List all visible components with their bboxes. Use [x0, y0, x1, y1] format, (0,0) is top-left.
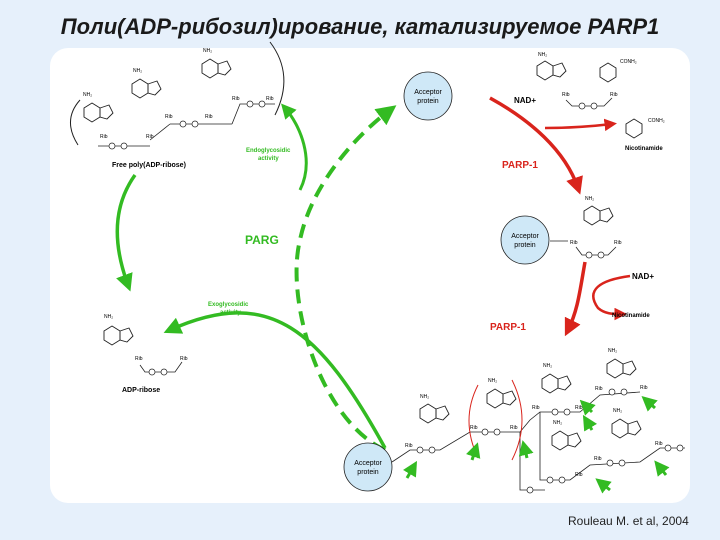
endo-activity-label-2: activity	[258, 156, 279, 162]
nicotinamide-structure: CONH₂	[625, 118, 665, 139]
parp1-label-top: PARP-1	[502, 160, 538, 171]
slide-title: Поли(ADP-рибозил)ирование, катализируемо…	[60, 14, 660, 39]
nh2-label: NH₂	[83, 92, 92, 98]
parp1-label-middle: PARP-1	[490, 322, 526, 333]
nad-plus-label-2: NAD+	[632, 272, 654, 281]
rib-label: Rib	[610, 92, 618, 98]
nh2-label: NH₂	[420, 394, 429, 400]
nh2-label: NH₂	[104, 314, 113, 320]
free-polyadpr-label: Free poly(ADP-ribose)	[112, 162, 186, 169]
rib-label: Rib	[165, 114, 173, 120]
adp-ribose-label: ADP-ribose	[122, 387, 160, 394]
rib-label: Rib	[146, 134, 154, 140]
nad-consumption-arrow	[592, 274, 631, 321]
parp1-arrow-middle	[564, 261, 587, 337]
acceptor-protein-top	[403, 71, 453, 121]
conh2-label: CONH₂	[648, 118, 665, 124]
acceptor-protein-label-2: protein	[514, 242, 536, 249]
citation-credit: Rouleau M. et al, 2004	[568, 514, 689, 528]
endo-activity-label: Endoglycosidic	[246, 148, 291, 154]
acceptor-protein-label: Acceptor	[354, 460, 382, 467]
acceptor-protein-label-2: protein	[417, 98, 439, 105]
nh2-label: NH₂	[553, 420, 562, 426]
nad-structure: NH₂ CONH₂ Rib Rib	[536, 52, 637, 110]
nh2-label: NH₂	[488, 378, 497, 384]
nh2-label: NH₂	[585, 196, 594, 202]
nh2-label: NH₂	[133, 68, 142, 74]
parp1-arrow-top	[489, 96, 583, 195]
acceptor-protein-label: Acceptor	[511, 233, 539, 240]
nh2-label: NH₂	[203, 48, 212, 54]
rib-label: Rib	[575, 472, 583, 478]
exo-activity-label: Exoglycosidic	[208, 302, 249, 308]
parg-dashed-arrow	[294, 105, 397, 452]
endoglycosidic-arrow	[281, 103, 308, 191]
exoglycosidic-arrow	[163, 311, 387, 449]
degradation-arrow	[115, 173, 137, 292]
free-polyadpr-structure: NH₂ NH₂ NH₂ Rib Rib Rib Rib Rib Rib	[70, 41, 285, 150]
repeat-bracket-right	[511, 379, 523, 461]
mono-adpr-structure: NH₂ Rib Rib	[550, 196, 622, 259]
rib-label: Rib	[510, 425, 518, 431]
rib-label: Rib	[100, 134, 108, 140]
nh2-label: NH₂	[538, 52, 547, 58]
rib-label: Rib	[575, 405, 583, 411]
rib-label: Rib	[594, 456, 602, 462]
nh2-label: NH₂	[613, 408, 622, 414]
rib-label: Rib	[595, 386, 603, 392]
nicotinamide-release-arrow	[544, 118, 617, 132]
rib-label: Rib	[570, 240, 578, 246]
rib-label: Rib	[266, 96, 274, 102]
parg-label: PARG	[245, 233, 279, 247]
cleavage-arrows	[402, 396, 670, 494]
rib-label: Rib	[135, 356, 143, 362]
rib-label: Rib	[614, 240, 622, 246]
conh2-label: CONH₂	[620, 59, 637, 65]
acceptor-protein-label: Acceptor	[414, 89, 442, 96]
acceptor-protein-middle	[500, 215, 550, 265]
rib-label: Rib	[205, 114, 213, 120]
acceptor-protein-bottom	[343, 442, 393, 492]
rib-label: Rib	[405, 443, 413, 449]
exo-activity-label-2: activity	[220, 310, 241, 316]
nad-plus-label: NAD+	[514, 96, 536, 105]
nicotinamide-label: Nicotinamide	[625, 146, 663, 152]
repeat-bracket-left	[468, 384, 479, 459]
rib-label: Rib	[470, 425, 478, 431]
adp-ribose-structure: NH₂ Rib Rib	[103, 314, 188, 376]
nh2-label: NH₂	[543, 363, 552, 369]
nh2-label: NH₂	[608, 348, 617, 354]
rib-label: Rib	[640, 385, 648, 391]
branched-polyadpr-structure: NH₂ NH₂ NH₂ NH₂ NH₂ NH₂ Rib Rib Rib Rib …	[391, 348, 685, 494]
rib-label: Rib	[232, 96, 240, 102]
nicotinamide-label-2: Nicotinamide	[612, 313, 650, 319]
rib-label: Rib	[655, 441, 663, 447]
rib-label: Rib	[532, 405, 540, 411]
rib-label: Rib	[562, 92, 570, 98]
rib-label: Rib	[180, 356, 188, 362]
acceptor-protein-label-2: protein	[357, 469, 379, 476]
